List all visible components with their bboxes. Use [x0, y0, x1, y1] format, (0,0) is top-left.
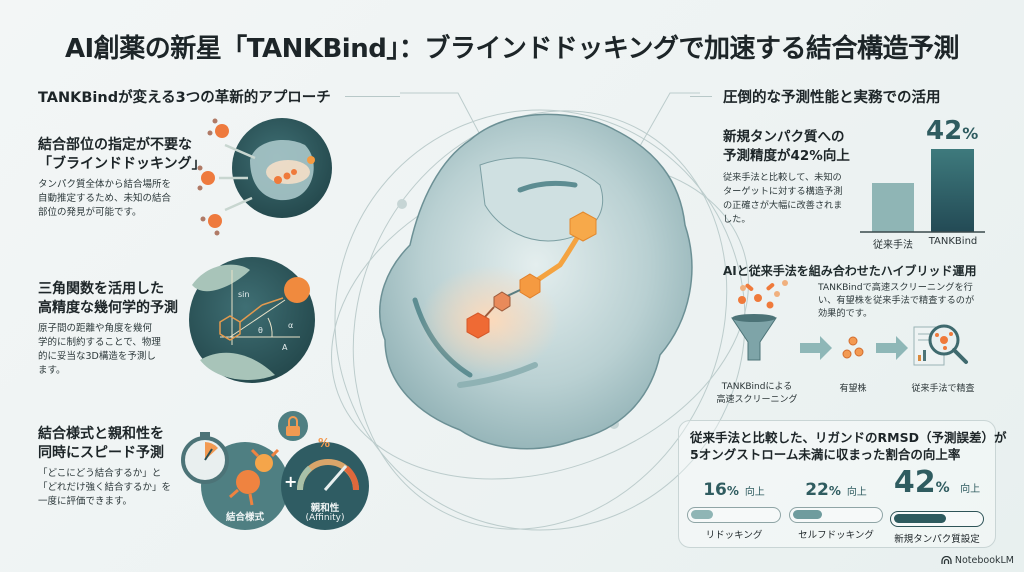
left-section-divider — [345, 96, 400, 97]
hybrid-heading: AIと従来手法を組み合わせたハイブリッド運用 — [723, 264, 977, 278]
item-desc-line: タンパク質全体から結合場所を — [38, 179, 172, 190]
accuracy-title-line2: 予測精度が42%向上 — [723, 148, 850, 164]
item-title-line1: 結合様式と親和性を — [38, 426, 164, 442]
rmsd-title-line2: 5オングストローム未満に収まった割合の向上率 — [690, 447, 961, 462]
approach-item-blind-docking: 結合部位の指定が不要な 「ブラインドドッキング」 タンパク質全体から結合場所を … — [38, 136, 208, 220]
affinity-sublabel: (Affinity) — [305, 513, 345, 523]
metric-suffix: 向上 — [960, 484, 981, 495]
brand-mark: NotebookLM — [941, 555, 1014, 566]
right-section-heading: 圧倒的な予測性能と実務での活用 — [723, 90, 941, 106]
hybrid-desc: TANKBindで高速スクリーニングを行 い、有望株を従来手法で精査するのが 効… — [818, 281, 1018, 320]
value-unit: % — [962, 124, 979, 143]
step-label-screening: TANKBindによる 高速スクリーニング — [712, 381, 802, 407]
item-desc-line: 一度に評価できます。 — [38, 496, 133, 507]
approach-item-geometry: 三角関数を活用した 高精度な幾何学的予測 原子間の距離や角度を幾何 学的に制約す… — [38, 280, 188, 378]
progress-fill — [793, 510, 822, 519]
metric-label: リドッキング — [705, 530, 763, 541]
item-desc-line: 部位の発見が可能です。 — [38, 207, 142, 218]
progress-fill — [894, 514, 946, 523]
item-title-line2: 同時にスピード予測 — [38, 445, 164, 461]
item-desc-line: 自動推定するため、未知の結合 — [38, 193, 172, 204]
metric-label: セルフドッキング — [798, 530, 874, 541]
item-desc-line: 的に妥当な3D構造を予測し — [38, 351, 156, 362]
step-label-candidates: 有望株 — [839, 384, 867, 394]
hybrid-desc-line: い、有望株を従来手法で精査するのが — [818, 295, 975, 306]
accuracy-desc-line: ターゲットに対する構造予測 — [723, 186, 843, 197]
approach-item-speed: 結合様式と親和性を 同時にスピード予測 「どこにどう結合するか」と 「どれだけ強… — [38, 425, 188, 509]
item-title-line1: 三角関数を活用した — [38, 281, 164, 297]
item-title-line1: 結合部位の指定が不要な — [38, 137, 192, 153]
metric-label: 新規タンパク質設定 — [894, 534, 980, 545]
accuracy-desc-line: の正確さが大幅に改善されま — [723, 200, 843, 211]
hybrid-flow — [731, 280, 968, 366]
protein-binding-icon — [197, 118, 332, 236]
bar-label-tankbind: TANKBind — [928, 236, 978, 247]
svg-text:α: α — [288, 321, 293, 330]
step-label-verification: 従来手法で精査 — [911, 384, 975, 394]
accuracy-bar-chart — [860, 149, 985, 233]
accuracy-block: 新規タンパク質への 予測精度が42%向上 従来手法と比較して、未知の ターゲット… — [723, 128, 863, 227]
rmsd-title-line1: 従来手法と比較した、リガンドのRMSD（予測誤差）が — [690, 430, 1007, 445]
item-desc-line: 「どれだけ強く結合するか」を — [38, 482, 172, 493]
step-label-line: TANKBindによる — [721, 382, 793, 392]
binding-affinity-icon — [181, 411, 369, 530]
metric-unit: % — [935, 480, 950, 496]
plus-sign: + — [284, 472, 298, 491]
item-desc-line: ます。 — [38, 365, 66, 376]
brand-label: NotebookLM — [954, 555, 1014, 566]
progress-track — [789, 507, 883, 523]
value-number: 42 — [926, 116, 963, 146]
binding-mode-label: 結合様式 — [225, 512, 264, 523]
percent-icon: % — [318, 436, 331, 450]
bar-label-conventional: 従来手法 — [873, 240, 913, 251]
notebooklm-logo-icon — [941, 556, 952, 564]
metric-unit: % — [828, 484, 841, 498]
rmsd-metric-novel-protein: 42% 向上 新規タンパク質設定 — [890, 466, 984, 545]
metric-value: 16 — [703, 480, 727, 500]
progress-track — [687, 507, 781, 523]
metric-value: 42 — [893, 465, 936, 500]
left-section-heading: TANKBindが変える3つの革新的アプローチ — [38, 90, 331, 106]
progress-fill — [691, 510, 713, 519]
page-title: AI創薬の新星「TANKBind」：ブラインドドッキングで加速する結合構造予測 — [64, 34, 960, 64]
metric-suffix: 向上 — [846, 487, 867, 498]
svg-text:sin: sin — [238, 290, 249, 299]
step-label-line: 高速スクリーニング — [716, 395, 798, 405]
item-desc-line: 「どこにどう結合するか」と — [38, 468, 162, 479]
progress-track — [890, 511, 984, 527]
hybrid-desc-line: 効果的です。 — [818, 308, 873, 319]
metric-value: 22 — [805, 480, 829, 500]
accuracy-desc-line: した。 — [723, 214, 751, 225]
item-title-line2: 高精度な幾何学的予測 — [38, 300, 178, 316]
right-section-divider — [690, 96, 712, 97]
affinity-label: 親和性 — [310, 503, 340, 514]
svg-text:A: A — [282, 343, 288, 352]
item-desc-line: 原子間の距離や角度を幾何 — [38, 323, 153, 334]
hybrid-desc-line: TANKBindで高速スクリーニングを行 — [818, 282, 973, 293]
svg-text:θ: θ — [258, 326, 263, 335]
accuracy-desc-line: 従来手法と比較して、未知の — [723, 172, 842, 183]
item-title-line2: 「ブラインドドッキング」 — [38, 156, 206, 172]
metric-suffix: 向上 — [744, 487, 765, 498]
metric-unit: % — [726, 484, 739, 498]
rmsd-title: 従来手法と比較した、リガンドのRMSD（予測誤差）が 5オングストローム未満に収… — [690, 429, 1006, 463]
trigonometry-icon: sin θ α A — [189, 257, 315, 383]
item-desc-line: 学的に制約することで、物理 — [38, 337, 161, 348]
rmsd-metric-redocking: 16% 向上 リドッキング — [687, 480, 781, 541]
accuracy-big-value: 42% — [926, 116, 978, 146]
accuracy-title-line1: 新規タンパク質への — [723, 129, 845, 145]
rmsd-metric-selfdocking: 22% 向上 セルフドッキング — [789, 480, 883, 541]
